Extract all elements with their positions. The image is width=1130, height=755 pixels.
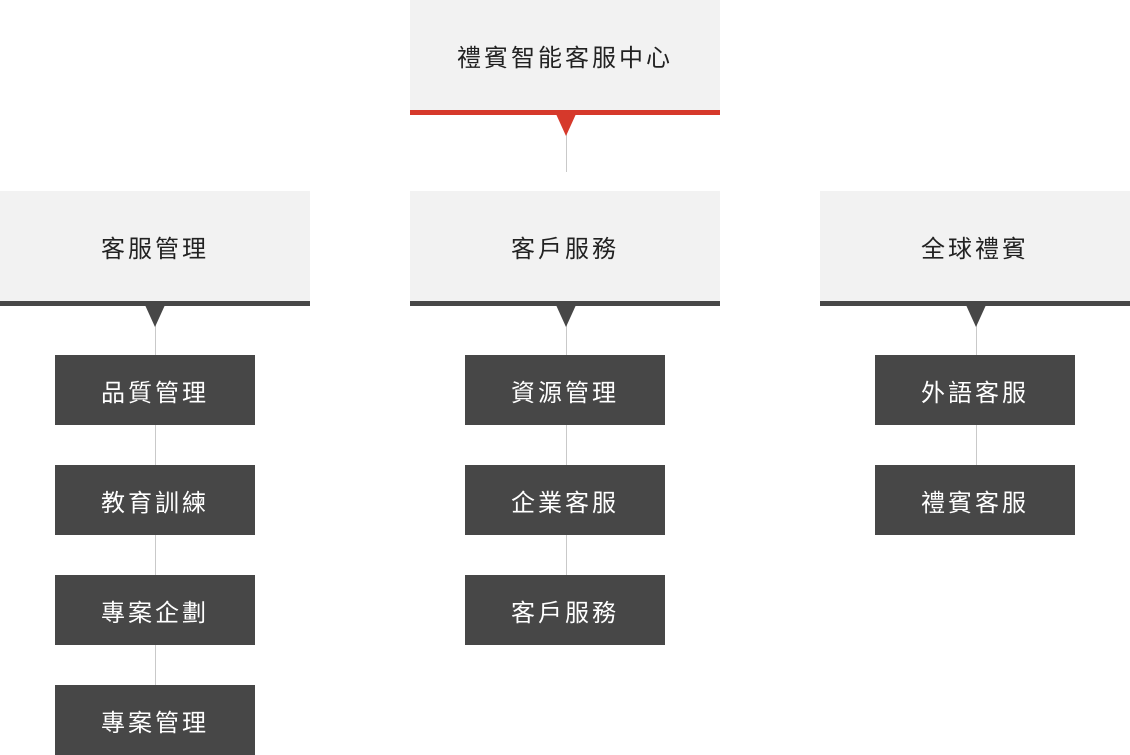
leaf-node: 禮賓客服: [875, 465, 1075, 535]
leaf-node-label: 企業客服: [511, 488, 619, 517]
connector-line-root: [566, 114, 567, 172]
leaf-node: 外語客服: [875, 355, 1075, 425]
branch-node-label: 全球禮賓: [921, 234, 1029, 263]
root-node-label: 禮賓智能客服中心: [457, 43, 673, 72]
leaf-node-label: 教育訓練: [101, 488, 209, 517]
branch-node-label: 客服管理: [101, 234, 209, 263]
branch-pointer-icon: [966, 305, 986, 327]
leaf-node-label: 品質管理: [101, 378, 209, 407]
leaf-node-label: 外語客服: [921, 378, 1029, 407]
branch-pointer-icon: [556, 305, 576, 327]
leaf-node: 教育訓練: [55, 465, 255, 535]
branch-node-0: 客服管理: [0, 191, 310, 306]
leaf-node-label: 客戶服務: [511, 598, 619, 627]
leaf-node: 品質管理: [55, 355, 255, 425]
root-node: 禮賓智能客服中心: [410, 0, 720, 115]
leaf-node-label: 專案管理: [101, 708, 209, 737]
leaf-node-label: 資源管理: [511, 378, 619, 407]
branch-node-1: 客戶服務: [410, 191, 720, 306]
leaf-node-label: 專案企劃: [101, 598, 209, 627]
leaf-node: 客戶服務: [465, 575, 665, 645]
leaf-node: 資源管理: [465, 355, 665, 425]
leaf-node: 專案企劃: [55, 575, 255, 645]
leaf-node: 專案管理: [55, 685, 255, 755]
branch-pointer-icon: [145, 305, 165, 327]
branch-node-label: 客戶服務: [511, 234, 619, 263]
root-pointer-icon: [556, 114, 576, 136]
connector-line-branch-1: [566, 304, 567, 575]
leaf-node-label: 禮賓客服: [921, 488, 1029, 517]
leaf-node: 企業客服: [465, 465, 665, 535]
branch-node-2: 全球禮賓: [820, 191, 1130, 306]
